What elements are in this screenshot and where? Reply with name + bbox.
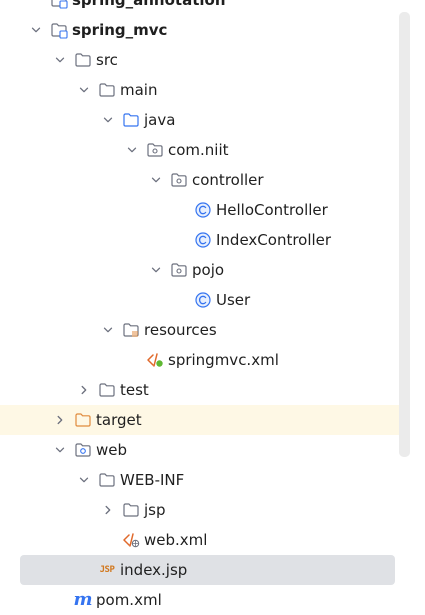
class-icon <box>194 231 212 249</box>
chevron-down-icon[interactable] <box>124 142 140 158</box>
tree-item-label: web.xml <box>144 531 208 549</box>
tree-item-label: web <box>96 441 128 459</box>
folder-icon <box>98 471 116 489</box>
tree-row[interactable]: springmvc.xml <box>0 345 410 375</box>
maven-glyph: m <box>73 589 93 610</box>
tree-row[interactable]: spring_mvc <box>0 15 410 45</box>
module-folder-icon <box>50 21 68 39</box>
chevron-right-icon[interactable] <box>100 502 116 518</box>
tree-row[interactable]: web.xml <box>0 525 410 555</box>
tree-item-label: controller <box>192 171 264 189</box>
tree-row[interactable]: IndexController <box>0 225 410 255</box>
tree-row[interactable]: test <box>0 375 410 405</box>
vertical-scrollbar[interactable] <box>399 12 410 457</box>
source-folder-icon <box>122 111 140 129</box>
chevron-right-icon[interactable] <box>76 382 92 398</box>
class-icon <box>194 291 212 309</box>
chevron-down-icon[interactable] <box>100 322 116 338</box>
tree-item-label: WEB-INF <box>120 471 185 489</box>
tree-item-label: pojo <box>192 261 225 279</box>
folder-icon <box>98 381 116 399</box>
tree-row[interactable]: pojo <box>0 255 410 285</box>
tree-item-label: com.niit <box>168 141 229 159</box>
tree-item-label: main <box>120 81 158 99</box>
chevron-down-icon[interactable] <box>100 112 116 128</box>
tree-row[interactable]: jsp <box>0 495 410 525</box>
tree-item-label: jsp <box>144 501 166 519</box>
excluded-folder-icon <box>74 411 92 429</box>
tree-row[interactable]: HelloController <box>0 195 410 225</box>
spring-xml-icon <box>146 351 164 369</box>
tree-item-label: target <box>96 411 142 429</box>
package-icon <box>146 141 164 159</box>
class-icon <box>194 201 212 219</box>
tree-row[interactable]: controller <box>0 165 410 195</box>
tree-item-label: pom.xml <box>96 591 162 609</box>
tree-item-label: springmvc.xml <box>168 351 279 369</box>
tree-item-label: User <box>216 291 251 309</box>
tree-item-label: IndexController <box>216 231 332 249</box>
folder-icon <box>122 501 140 519</box>
package-icon <box>170 171 188 189</box>
chevron-down-icon[interactable] <box>52 442 68 458</box>
tree-item-label: java <box>144 111 176 129</box>
web-xml-icon <box>122 531 140 549</box>
tree-item-label: resources <box>144 321 217 339</box>
tree-item-label: test <box>120 381 149 399</box>
tree-row[interactable]: target <box>0 405 410 435</box>
tree-row[interactable]: src <box>0 45 410 75</box>
tree-row[interactable]: resources <box>0 315 410 345</box>
tree-row[interactable]: JSP index.jsp <box>20 555 395 585</box>
tree-row[interactable]: web <box>0 435 410 465</box>
resources-folder-icon <box>122 321 140 339</box>
web-folder-icon <box>74 441 92 459</box>
jsp-icon: JSP <box>98 561 116 579</box>
tree-item-label: spring_mvc <box>72 21 168 39</box>
tree-row[interactable]: com.niit <box>0 135 410 165</box>
maven-icon: m <box>73 589 92 610</box>
folder-icon <box>98 81 116 99</box>
chevron-down-icon[interactable] <box>148 172 164 188</box>
tree-item-label: spring_annotation <box>72 0 226 9</box>
tree-row[interactable]: spring_annotation <box>0 0 410 15</box>
package-icon <box>170 261 188 279</box>
tree-item-label: index.jsp <box>120 561 188 579</box>
chevron-down-icon[interactable] <box>28 22 44 38</box>
tree-item-label: HelloController <box>216 201 328 219</box>
chevron-down-icon[interactable] <box>148 262 164 278</box>
module-folder-icon <box>50 0 68 9</box>
tree-row[interactable]: WEB-INF <box>0 465 410 495</box>
tree-row[interactable]: User <box>0 285 410 315</box>
tree-row[interactable]: java <box>0 105 410 135</box>
chevron-down-icon[interactable] <box>76 82 92 98</box>
chevron-down-icon[interactable] <box>52 52 68 68</box>
scrollbar-thumb[interactable] <box>399 12 410 457</box>
tree-item-label: src <box>96 51 118 69</box>
tree-row[interactable]: main <box>0 75 410 105</box>
folder-icon <box>74 51 92 69</box>
chevron-right-icon[interactable] <box>52 412 68 428</box>
jsp-glyph: JSP <box>99 565 115 575</box>
chevron-down-icon[interactable] <box>76 472 92 488</box>
